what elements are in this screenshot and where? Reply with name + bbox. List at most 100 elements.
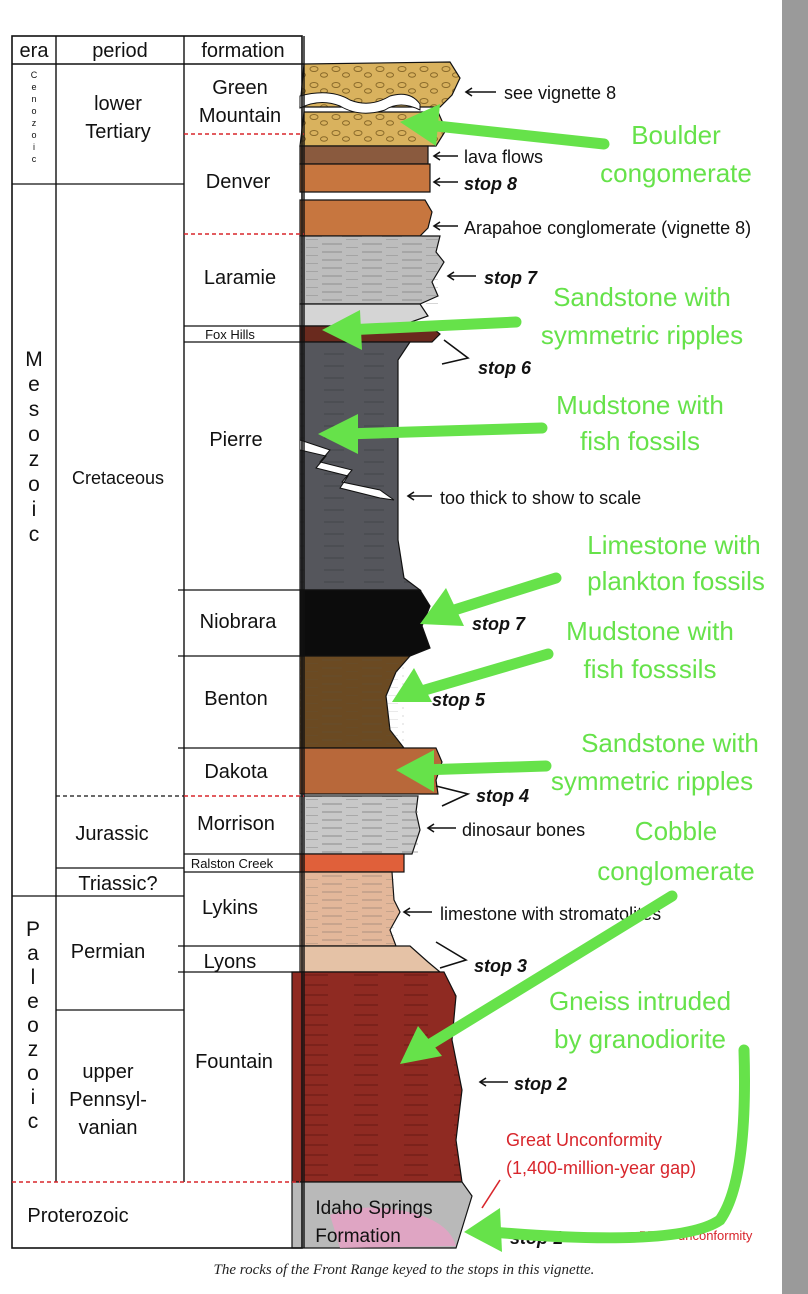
era-cenozoic-letter: o: [31, 106, 36, 116]
overlay-gneiss-2: by granodiorite: [554, 1024, 726, 1054]
overlay-boulder-2: congomerate: [600, 158, 752, 188]
era-mesozoic-letter: c: [29, 523, 40, 546]
formation-niobrara: Niobrara: [200, 611, 278, 633]
note-arapahoe: Arapahoe conglomerate (vignette 8): [464, 218, 751, 238]
annotation-pointers: [402, 87, 508, 1087]
note-stop4: stop 4: [476, 786, 529, 806]
era-mesozoic-letter: s: [29, 398, 40, 421]
era-cenozoic-letter: c: [32, 154, 37, 164]
formation-fox-hills: Fox Hills: [205, 327, 255, 342]
overlay-limestone-2: plankton fossils: [587, 566, 765, 596]
formation-pierre: Pierre: [209, 429, 262, 451]
note-lava-flows: lava flows: [464, 147, 543, 167]
period-upper: upper: [82, 1061, 133, 1083]
note-gap: (1,400-million-year gap): [506, 1158, 696, 1178]
great-unconformity-pointer: [481, 1179, 501, 1209]
note-dinosaur-bones: dinosaur bones: [462, 820, 585, 840]
note-stop8: stop 8: [464, 174, 517, 194]
column-table-frame: [11, 35, 305, 1249]
formation-green: Green: [212, 77, 268, 99]
figure-caption: The rocks of the Front Range keyed to th…: [213, 1262, 595, 1278]
era-mesozoic-letter: o: [28, 423, 40, 446]
era-proterozoic: Proterozoic: [27, 1205, 128, 1227]
formation-lykins: Lykins: [202, 897, 258, 919]
era-mesozoic-letter: i: [32, 498, 37, 521]
era-mesozoic-letter: e: [28, 373, 40, 396]
overlay-mudstone1-1: Mudstone with: [556, 390, 724, 420]
era-paleozoic-letter: e: [27, 990, 39, 1013]
formation-benton: Benton: [204, 688, 267, 710]
header-formation: formation: [201, 40, 284, 62]
formation-mountain: Mountain: [199, 105, 281, 127]
period-jurassic: Jurassic: [75, 823, 148, 845]
overlay-mudstone2-2: fish fosssils: [584, 654, 717, 684]
period-cretaceous: Cretaceous: [72, 468, 164, 488]
lava-flows-layer: [299, 145, 429, 165]
note-stop7-top: stop 7: [484, 268, 538, 288]
era-paleozoic-letter: c: [28, 1110, 39, 1133]
period-tertiary: Tertiary: [85, 121, 151, 143]
overlay-sandstone1-1: Sandstone with: [553, 282, 731, 312]
era-cenozoic-letter: o: [31, 130, 36, 140]
era-cenozoic-letter: C: [31, 70, 38, 80]
overlay-mudstone1-2: fish fossils: [580, 426, 700, 456]
formation-laramie: Laramie: [204, 267, 276, 289]
overlay-gneiss-1: Gneiss intruded: [549, 986, 731, 1016]
header-era: era: [20, 40, 50, 62]
formation-morrison: Morrison: [197, 813, 275, 835]
overlay-sandstone2-1: Sandstone with: [581, 728, 759, 758]
note-limestone-stromatolites: limestone with stromatolites: [440, 904, 661, 924]
period-lower: lower: [94, 93, 142, 115]
note-stop2: stop 2: [514, 1074, 567, 1094]
dakota-layer: [299, 747, 443, 795]
overlay-sandstone1-2: symmetric ripples: [541, 320, 743, 350]
era-cenozoic-letter: i: [33, 142, 35, 152]
overlay-arrowheads: [318, 104, 502, 1252]
arapahoe-layer: [299, 199, 433, 237]
note-stop7-niobrara: stop 7: [472, 614, 526, 634]
formation-denver: Denver: [206, 171, 271, 193]
overlay-cobble-2: conglomerate: [597, 856, 755, 886]
period-permian: Permian: [71, 941, 145, 963]
formation-dakota: Dakota: [204, 761, 268, 783]
overlay-boulder-1: Boulder: [631, 120, 721, 150]
note-too-thick: too thick to show to scale: [440, 488, 641, 508]
note-stop5: stop 5: [432, 690, 486, 710]
fountain-layer: [291, 971, 463, 1183]
era-cenozoic-letter: n: [31, 94, 36, 104]
era-cenozoic-letter: z: [32, 118, 37, 128]
era-paleozoic-letter: P: [26, 918, 40, 941]
era-mesozoic-letter: z: [29, 448, 40, 471]
page-edge-shade: [782, 0, 808, 1294]
period-pennsyl: Pennsyl-: [69, 1089, 147, 1111]
rock-column: [291, 61, 473, 1249]
note-stop6: stop 6: [478, 358, 532, 378]
era-cenozoic-letter: e: [31, 82, 36, 92]
note-see-vignette: see vignette 8: [504, 83, 616, 103]
period-vanian: vanian: [79, 1117, 138, 1139]
header-period: period: [92, 40, 148, 62]
era-mesozoic-letter: M: [25, 348, 43, 371]
note-great-unconformity: Great Unconformity: [506, 1130, 662, 1150]
ralston-creek-layer: [299, 853, 405, 873]
formation-fountain: Fountain: [195, 1051, 273, 1073]
overlay-sandstone2-2: symmetric ripples: [551, 766, 753, 796]
era-mesozoic-letter: o: [28, 473, 40, 496]
era-paleozoic-letter: a: [27, 942, 39, 965]
formation-idaho-formation: Formation: [315, 1226, 401, 1247]
formation-lyons: Lyons: [204, 951, 257, 973]
lyons-layer: [299, 945, 442, 973]
era-paleozoic-letter: z: [28, 1038, 39, 1061]
contact-dashed-lines: [12, 133, 304, 1183]
denver-layer: [299, 163, 431, 193]
formation-idaho-springs: Idaho Springs: [315, 1198, 432, 1219]
overlay-mudstone2-1: Mudstone with: [566, 616, 734, 646]
era-paleozoic-letter: i: [31, 1086, 36, 1109]
niobrara-layer: [299, 589, 431, 657]
overlay-limestone-1: Limestone with: [587, 530, 760, 560]
